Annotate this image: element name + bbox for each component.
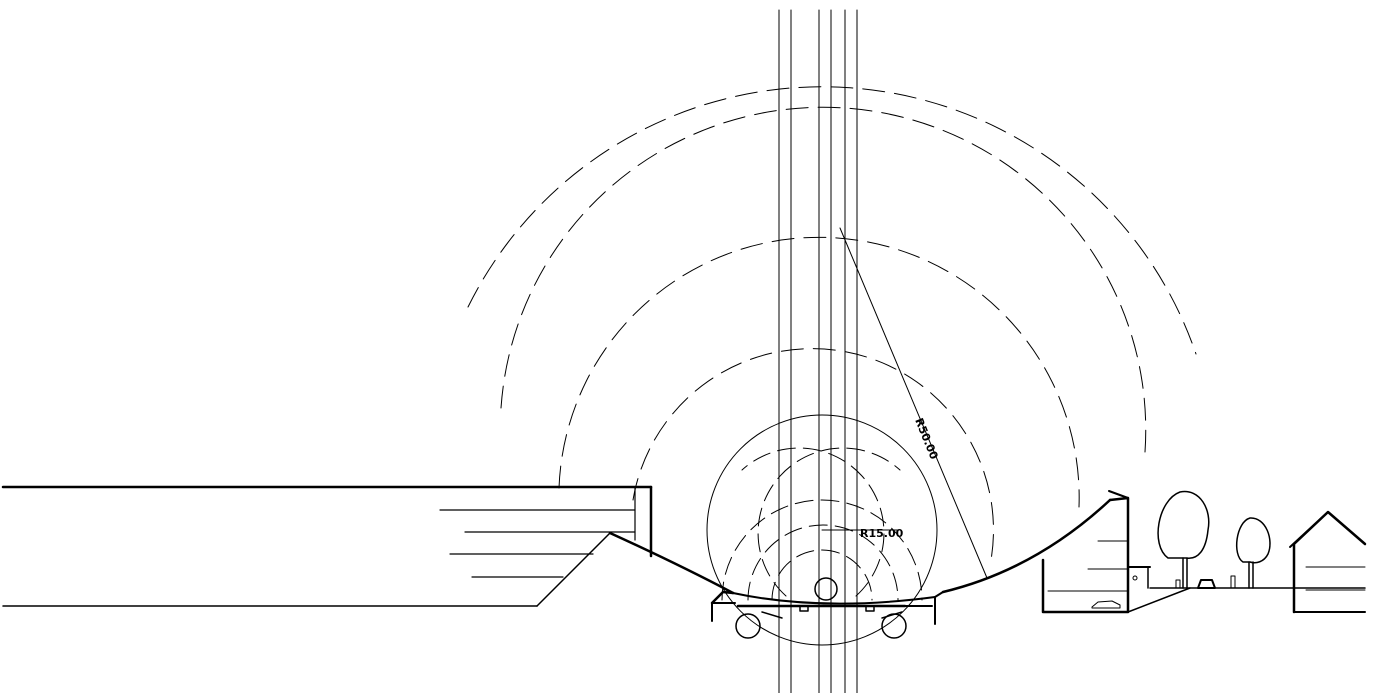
solid-radius-circle <box>706 414 938 646</box>
vertical-tower-lines <box>778 9 858 694</box>
car-icon-small <box>1197 579 1216 589</box>
inner-dashed-circle-2 <box>747 524 899 601</box>
dashed-arc-1 <box>467 86 1197 355</box>
large-radius-label: R50.00 <box>912 416 940 461</box>
inner-dashed-circle-5 <box>741 447 885 597</box>
dashed-arc-3 <box>558 236 1080 508</box>
small-radius-label: R15.00 <box>860 527 904 540</box>
inner-dashed-circles <box>721 447 923 601</box>
left-curved-embankment <box>608 531 735 595</box>
right-curved-embankment <box>941 498 1112 594</box>
dashed-radius-arcs <box>467 86 1197 561</box>
inner-dashed-circle-1 <box>721 499 923 601</box>
inner-dashed-circle-4 <box>757 447 901 597</box>
tunnel-pipe-right <box>881 613 907 639</box>
person-icon <box>1132 575 1138 581</box>
large-radius-dimension-line <box>839 227 988 579</box>
center-pipe <box>814 577 838 601</box>
inner-dashed-circle-3 <box>771 549 873 601</box>
central-road-section <box>710 577 944 639</box>
bollard-1 <box>1175 579 1181 589</box>
right-house <box>1289 510 1367 614</box>
tunnel-pipe-left <box>735 613 761 639</box>
car-icon <box>1091 600 1121 609</box>
dashed-arc-4 <box>632 348 994 561</box>
right-building <box>1041 490 1191 614</box>
bollard-2 <box>1230 575 1236 589</box>
left-building-block <box>1 485 653 607</box>
tree-icon-small <box>1235 517 1271 589</box>
tree-icon-large <box>1157 490 1210 589</box>
